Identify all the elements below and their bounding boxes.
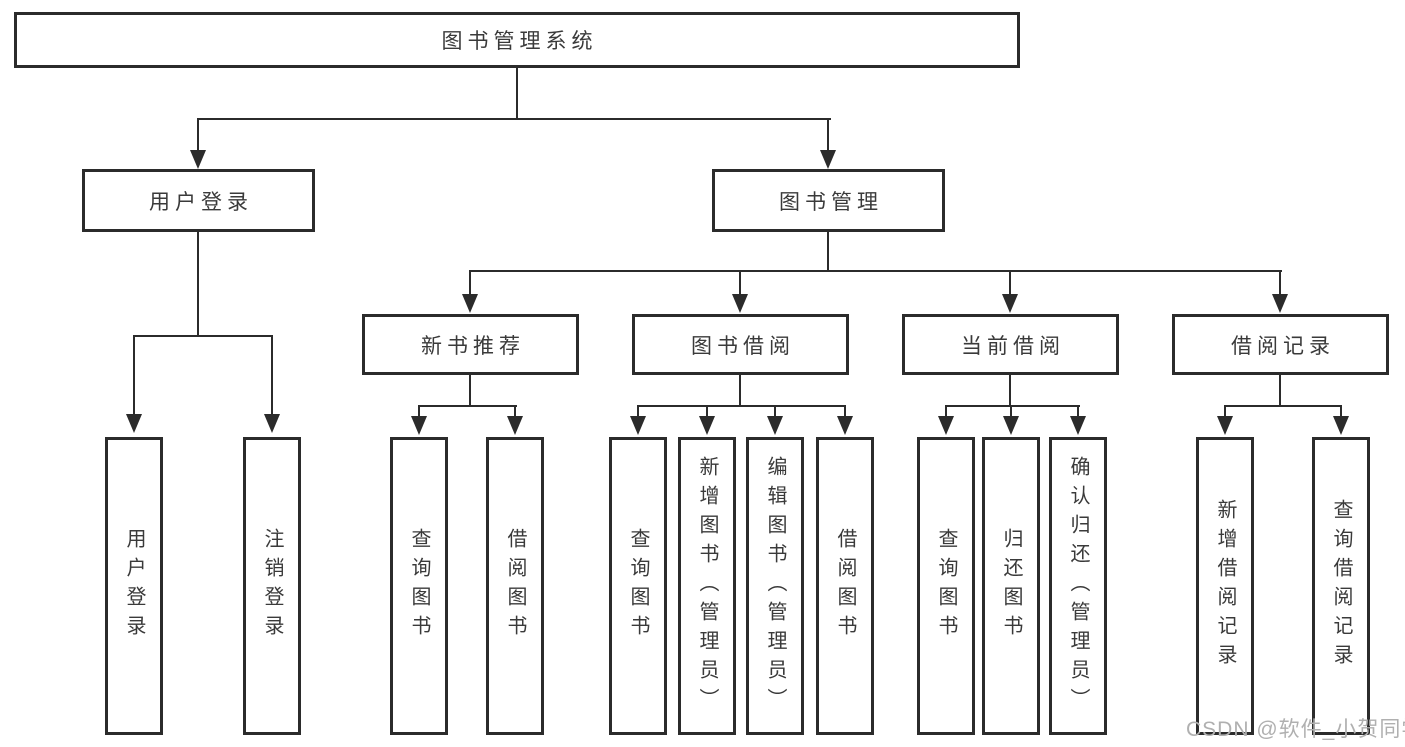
connector-line <box>271 335 273 415</box>
node-borrow-records: 借阅记录 <box>1172 314 1389 375</box>
connector-line <box>945 405 1080 407</box>
leaf-user-login: 用户登录 <box>105 437 163 735</box>
arrow-down-icon <box>630 416 646 435</box>
leaf-add-borrow-record-label: 新增借阅记录 <box>1214 499 1236 673</box>
connector-line <box>469 270 471 296</box>
leaf-borrow-query-books: 查询图书 <box>609 437 667 735</box>
leaf-confirm-return-admin: 确认归还（管理员） <box>1049 437 1107 735</box>
arrow-down-icon <box>462 294 478 313</box>
connector-line <box>197 118 831 120</box>
leaf-confirm-return-admin-label: 确认归还（管理员） <box>1067 455 1089 717</box>
connector-line <box>827 118 829 152</box>
connector-line <box>514 405 516 417</box>
connector-line <box>637 405 639 417</box>
arrow-down-icon <box>1272 294 1288 313</box>
node-user-login: 用户登录 <box>82 169 315 232</box>
arrow-down-icon <box>126 414 142 433</box>
leaf-add-books-admin: 新增图书（管理员） <box>678 437 736 735</box>
leaf-add-borrow-record: 新增借阅记录 <box>1196 437 1254 735</box>
connector-line <box>1077 405 1079 417</box>
leaf-logout-label: 注销登录 <box>261 528 283 644</box>
connector-line <box>469 375 471 407</box>
leaf-recommend-query-books-label: 查询图书 <box>408 528 430 644</box>
leaf-logout: 注销登录 <box>243 437 301 735</box>
connector-line <box>418 405 420 417</box>
node-root-label: 图书管理系统 <box>441 30 598 53</box>
arrow-down-icon <box>507 416 523 435</box>
connector-line <box>197 118 199 152</box>
node-current-borrow: 当前借阅 <box>902 314 1119 375</box>
arrow-down-icon <box>1002 294 1018 313</box>
leaf-borrow-books: 借阅图书 <box>816 437 874 735</box>
arrow-down-icon <box>767 416 783 435</box>
arrow-down-icon <box>1003 416 1019 435</box>
leaf-query-borrow-record-label: 查询借阅记录 <box>1330 499 1352 673</box>
leaf-edit-books-admin: 编辑图书（管理员） <box>746 437 804 735</box>
arrow-down-icon <box>699 416 715 435</box>
connector-line <box>1340 405 1342 417</box>
leaf-query-borrow-record: 查询借阅记录 <box>1312 437 1370 735</box>
leaf-borrow-books-label: 借阅图书 <box>834 528 856 644</box>
connector-line <box>197 231 199 337</box>
connector-line <box>1009 270 1011 296</box>
node-user-login-label: 用户登录 <box>149 190 253 214</box>
connector-line <box>1224 405 1342 407</box>
leaf-recommend-query-books: 查询图书 <box>390 437 448 735</box>
leaf-current-query-books-label: 查询图书 <box>935 528 957 644</box>
connector-line <box>945 405 947 417</box>
node-current-borrow-label: 当前借阅 <box>961 334 1065 358</box>
connector-line <box>133 335 135 415</box>
arrow-down-icon <box>264 414 280 433</box>
arrow-down-icon <box>190 150 206 169</box>
connector-line <box>827 231 829 272</box>
node-book-management: 图书管理 <box>712 169 945 232</box>
connector-line <box>418 405 517 407</box>
connector-line <box>470 270 1282 272</box>
arrow-down-icon <box>820 150 836 169</box>
node-book-management-label: 图书管理 <box>779 190 883 214</box>
node-new-book-recommend: 新书推荐 <box>362 314 579 375</box>
node-book-borrow: 图书借阅 <box>632 314 849 375</box>
connector-line <box>134 335 273 337</box>
leaf-current-query-books: 查询图书 <box>917 437 975 735</box>
arrow-down-icon <box>1070 416 1086 435</box>
connector-line <box>739 375 741 407</box>
node-borrow-records-label: 借阅记录 <box>1231 334 1335 358</box>
connector-line <box>844 405 846 417</box>
connector-line <box>706 405 708 417</box>
connector-line <box>1010 405 1012 417</box>
leaf-return-books: 归还图书 <box>982 437 1040 735</box>
connector-line <box>774 405 776 417</box>
node-root: 图书管理系统 <box>14 12 1020 68</box>
leaf-add-books-admin-label: 新增图书（管理员） <box>696 455 718 717</box>
arrow-down-icon <box>837 416 853 435</box>
node-book-borrow-label: 图书借阅 <box>691 334 795 358</box>
connector-line <box>1224 405 1226 417</box>
leaf-recommend-borrow-books: 借阅图书 <box>486 437 544 735</box>
connector-line <box>1009 375 1011 407</box>
connector-line <box>516 68 518 120</box>
connector-line <box>637 405 846 407</box>
arrow-down-icon <box>411 416 427 435</box>
arrow-down-icon <box>732 294 748 313</box>
leaf-recommend-borrow-books-label: 借阅图书 <box>504 528 526 644</box>
arrow-down-icon <box>1217 416 1233 435</box>
leaf-user-login-label: 用户登录 <box>123 528 145 644</box>
leaf-edit-books-admin-label: 编辑图书（管理员） <box>764 455 786 717</box>
connector-line <box>1279 270 1281 296</box>
connector-line <box>739 270 741 296</box>
csdn-watermark: CSDN @软件_小贺同学 <box>1186 718 1405 741</box>
leaf-borrow-query-books-label: 查询图书 <box>627 528 649 644</box>
arrow-down-icon <box>1333 416 1349 435</box>
connector-line <box>1279 375 1281 407</box>
leaf-return-books-label: 归还图书 <box>1000 528 1022 644</box>
arrow-down-icon <box>938 416 954 435</box>
node-new-book-recommend-label: 新书推荐 <box>421 334 525 358</box>
